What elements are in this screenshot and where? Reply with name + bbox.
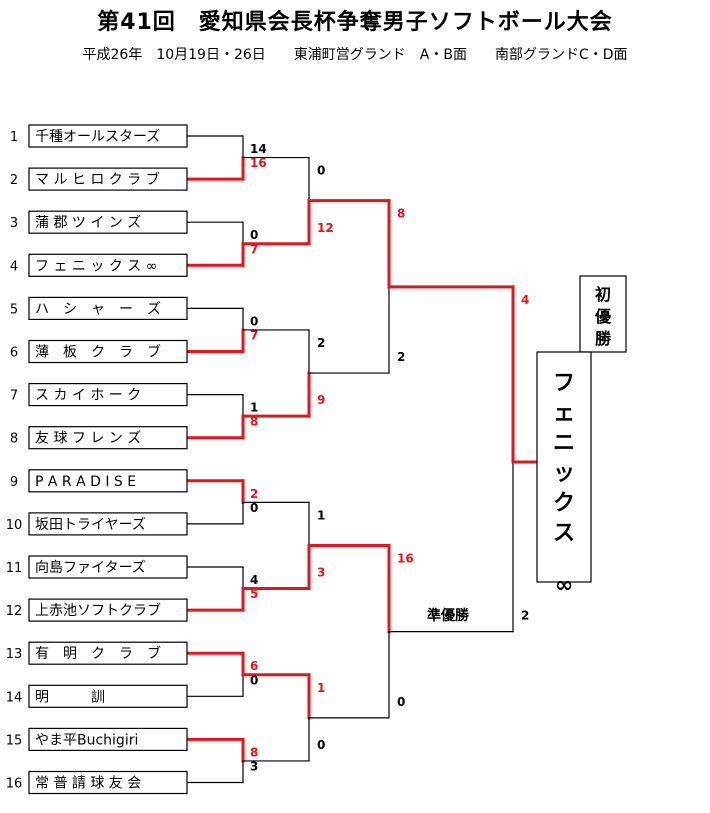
match-score: 14: [250, 142, 267, 156]
team-box: [28, 426, 188, 450]
team-name: 薄 板 ク ラ ブ: [35, 344, 161, 361]
team-box: [28, 167, 188, 191]
page-title: 第41回 愛知県会長杯争奪男子ソフトボール大会: [97, 10, 613, 35]
champion-name-char: ∞: [555, 573, 573, 598]
team-seed: 14: [6, 690, 23, 705]
team-name: 友 球 フ レ ン ズ: [35, 431, 141, 447]
match-score: 3: [250, 760, 258, 774]
team-box: [28, 383, 188, 407]
match-score: 5: [250, 587, 258, 601]
champion-name-char: ス: [553, 521, 575, 546]
team-name: P A R A D I S E: [35, 474, 136, 490]
team-name: 常 普 請 球 友 会: [35, 776, 141, 792]
team-seed: 9: [10, 475, 18, 490]
match-score: 8: [397, 207, 405, 221]
match-score: 16: [397, 551, 414, 565]
team-seed: 11: [6, 561, 23, 576]
team-box: [28, 555, 188, 579]
champion-label-char: 初: [595, 285, 611, 304]
match-score: 0: [250, 501, 258, 515]
team-box: [28, 296, 188, 320]
team-name: 上赤池ソフトクラブ: [35, 602, 161, 619]
champion-name-char: ェ: [553, 401, 575, 426]
team-seed: 8: [10, 432, 18, 447]
champion-label: 初優勝: [594, 285, 612, 348]
match-score: 12: [317, 221, 334, 235]
champion-name-box: [536, 351, 592, 583]
champion-name-char: ッ: [553, 461, 575, 486]
team-name: ス カ イ ホ ー ク: [35, 388, 141, 404]
match-score: 0: [250, 673, 258, 687]
match-score: 7: [250, 242, 258, 256]
match-score: 2: [250, 487, 258, 501]
team-seed: 6: [10, 346, 18, 361]
match-score: 2: [521, 609, 529, 623]
bracket-lines: [185, 135, 539, 784]
team-box: [28, 727, 188, 752]
match-score: 2: [397, 350, 405, 364]
champion-name: フェニックス ∞: [553, 371, 575, 598]
team-box: [28, 598, 188, 622]
team-box: [28, 124, 188, 148]
team-box: [28, 684, 188, 708]
match-score: 1: [317, 508, 325, 522]
match-score: 0: [317, 738, 325, 752]
team-seed: 5: [10, 302, 18, 317]
match-score: 4: [521, 293, 529, 307]
team-name: 蒲 郡 ツ イ ン ズ: [35, 215, 141, 231]
match-score: 0: [250, 228, 258, 242]
team-name: 千種オールスターズ: [35, 129, 160, 145]
team-box: [28, 770, 188, 795]
event-subtitle: 平成26年 10月19日・26日 東浦町営グランド A・B面 南部グランドC・D…: [82, 47, 628, 63]
runner-up-label: 準優勝: [427, 607, 470, 624]
team-box: [28, 641, 188, 665]
team-seed: 1: [10, 130, 18, 145]
team-seed: 12: [6, 604, 23, 619]
team-name: 向島ファイターズ: [35, 560, 146, 576]
team-box: [28, 339, 188, 364]
team-seed: 16: [6, 777, 23, 792]
team-name: やま平Buchigiri: [35, 732, 138, 748]
team-name: マ ル ヒ ロ ク ラ ブ: [35, 171, 160, 188]
team-seed: 15: [6, 733, 23, 748]
champion-name-char: ニ: [553, 431, 575, 456]
team-name: ハ シ ャ ー ズ: [35, 301, 161, 317]
team-box: [28, 253, 188, 277]
match-score: 7: [250, 329, 258, 343]
team-name: 坂田トライヤーズ: [35, 517, 146, 533]
match-score: 1: [317, 681, 325, 695]
team-seed: 10: [6, 518, 23, 533]
team-seed: 13: [6, 647, 23, 662]
team-box: [28, 210, 188, 234]
champion-label-char: 勝: [595, 329, 612, 348]
team-box: [28, 512, 188, 536]
match-score: 9: [317, 393, 325, 407]
match-score: 0: [317, 164, 325, 178]
team-seed: 4: [10, 259, 18, 274]
team-list: 1 千種オールスターズ 2 マ ル ヒ ロ ク ラ ブ 3 蒲 郡 ツ イ ン ズ 4 フ ェ…: [6, 124, 188, 795]
team-box: [28, 469, 188, 493]
team-seed: 2: [10, 173, 18, 188]
match-score: 16: [250, 156, 267, 170]
champion-name-char: ク: [553, 491, 575, 516]
match-score: 3: [317, 566, 325, 580]
match-score: 8: [250, 415, 258, 429]
team-name: フ ェ ニ ッ ク ス ∞: [35, 258, 157, 274]
team-name: 有 明 ク ラ ブ: [35, 645, 161, 662]
champion-label-box: [579, 275, 627, 353]
match-score: 2: [317, 336, 325, 350]
match-score: 1: [250, 401, 258, 415]
match-score: 4: [250, 573, 258, 587]
team-seed: 3: [10, 216, 18, 231]
champion-label-char: 優: [594, 307, 612, 326]
match-score: 0: [250, 314, 258, 328]
team-seed: 7: [10, 389, 18, 404]
match-score: 8: [250, 745, 258, 759]
match-score: 6: [250, 659, 258, 673]
match-score: 0: [397, 695, 405, 709]
champion-name-char: フ: [553, 371, 575, 396]
team-name: 明 訓: [35, 689, 105, 705]
